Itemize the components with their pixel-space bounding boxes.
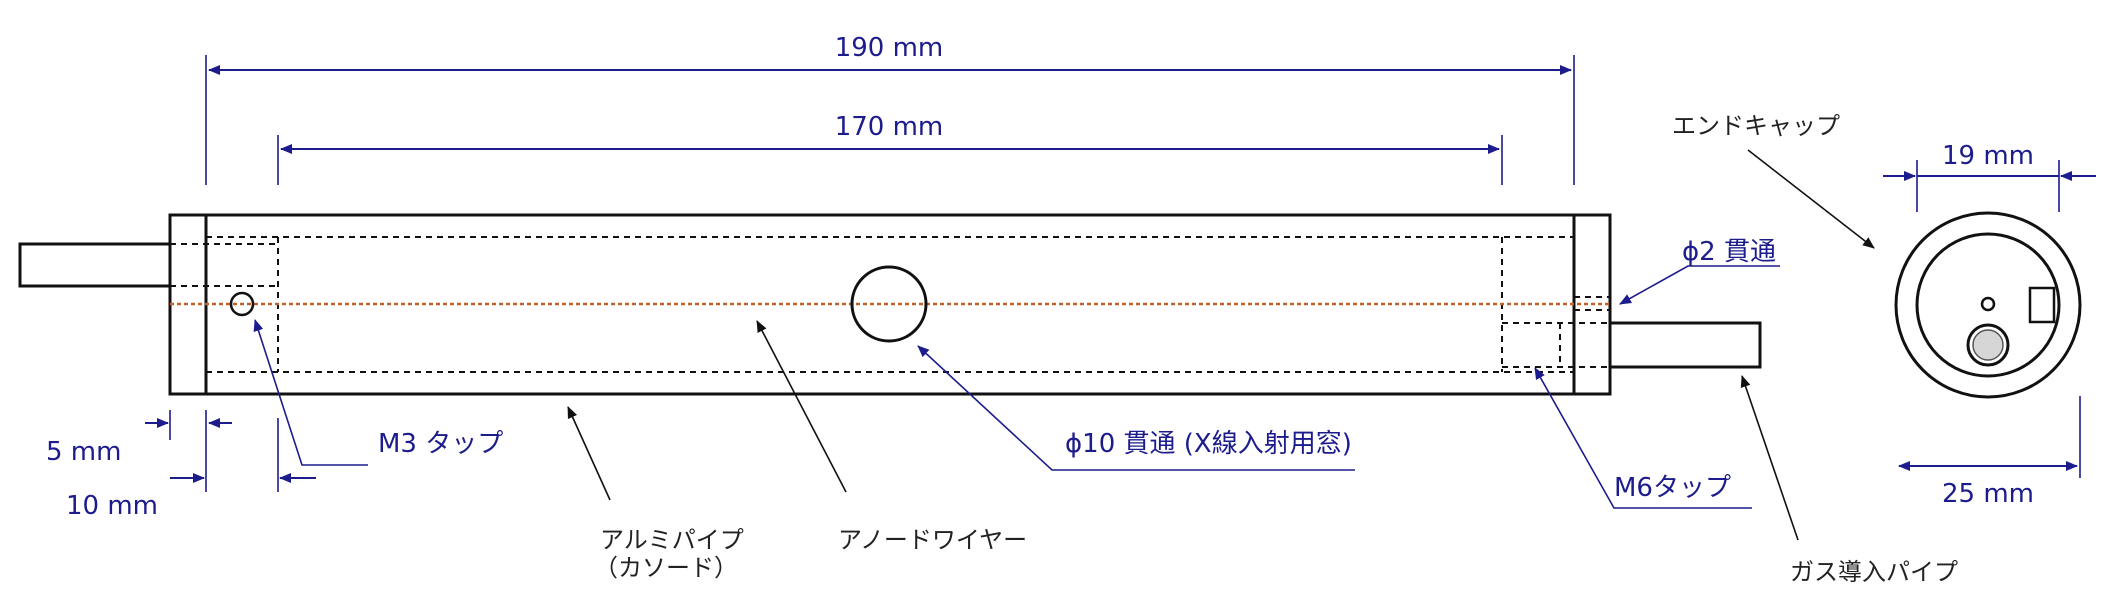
aluminum-pipe-outline [168,213,1612,396]
gas-inlet-leader [1740,375,1799,541]
hole-2-leader [1619,265,1780,305]
inner-length-dimension [277,135,1503,185]
end-cap-gas-port-inner [1972,329,2004,361]
endcap-inner-dimension [1883,160,2096,212]
aluminum-pipe-label: アルミパイプ [600,526,744,554]
m3-tap-label: M3 タップ [378,429,503,459]
aluminum-pipe-leader [567,406,611,501]
inner-length-label: 170 mm [835,112,944,142]
end-cap-outer [1894,211,2082,399]
end-cap-notch [2028,286,2056,324]
end-cap-label: エンドキャップ [1672,112,1840,140]
end-cap-inner [1915,232,2061,378]
end-wall-label: 5 mm [46,437,121,467]
x-ray-window-hole [850,265,928,343]
hidden-lines [170,236,1610,373]
end-wall-dimension [145,410,232,440]
left-stub-pipe [18,242,172,288]
end-cap-small-hole [1980,296,1996,312]
hole-2-label: ϕ2 貫通 [1682,237,1776,267]
m6-tap-leader [1534,367,1752,509]
endcap-inner-label: 19 mm [1942,141,2034,171]
end-cap-gas-port [1966,323,2010,367]
m6-tap-label: M6タップ [1614,473,1731,503]
anode-wire-leader [756,320,847,493]
end-cap-view [1894,211,2082,399]
gas-inlet-pipe-shape [1610,321,1762,369]
tube-body [18,213,1762,396]
end-cap-leader [1747,149,1875,249]
tap-offset-label: 10 mm [66,491,158,521]
cathode-label: （カソード） [594,554,738,582]
anode-wire-label: アノードワイヤー [838,526,1027,554]
overall-length-label: 190 mm [835,33,944,63]
x-window-label: ϕ10 貫通 (X線入射用窓) [1065,429,1352,459]
endcap-outer-label: 25 mm [1942,479,2034,509]
tap-offset-dimension [170,418,316,492]
m3-tap-hole [229,291,255,317]
x-window-leader [917,345,1355,471]
m3-tap-leader [253,319,368,466]
overall-length-dimension [205,55,1575,185]
gas-inlet-pipe-label: ガス導入パイプ [1790,558,1958,586]
endcap-outer-dimension [1898,396,2081,478]
